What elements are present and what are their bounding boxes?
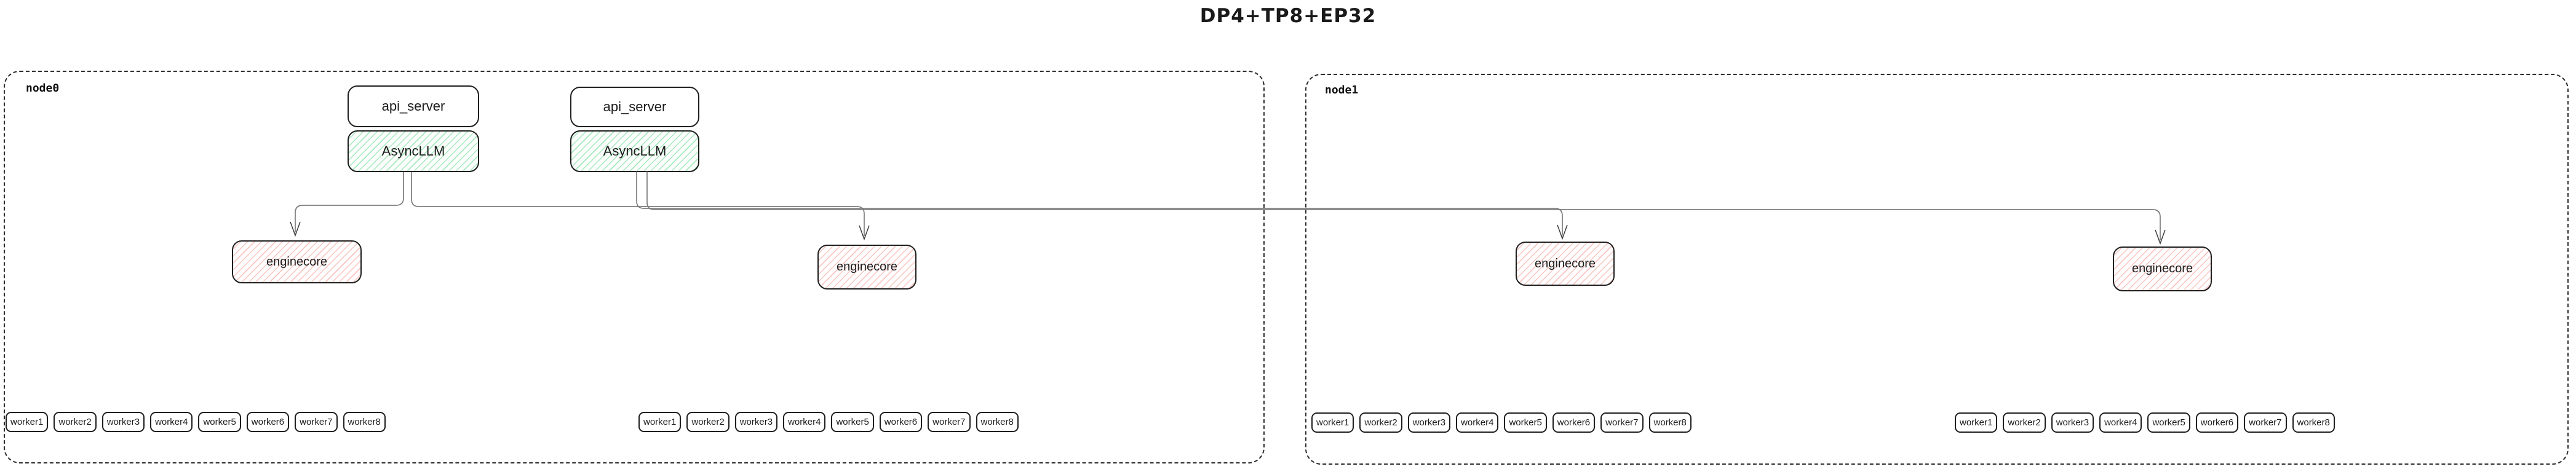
worker-group-2: worker1 worker2 worker3 worker4 worker5 … — [1311, 412, 1691, 433]
worker-box: worker3 — [101, 412, 145, 432]
worker-box: worker2 — [2003, 412, 2046, 433]
edge-asyncllm1-enginecore0 — [295, 172, 404, 232]
async-llm-box-2: AsyncLLM — [570, 130, 699, 172]
enginecore-box-3: enginecore — [2113, 246, 2212, 291]
worker-box: worker8 — [2292, 412, 2335, 433]
worker-box: worker7 — [1600, 412, 1644, 433]
worker-box: worker1 — [1311, 412, 1354, 433]
node1-container: node1 enginecore enginecore worker1 work… — [1305, 74, 2569, 465]
worker-box: worker1 — [6, 412, 49, 432]
worker-box: worker6 — [2195, 412, 2239, 433]
worker-box: worker8 — [976, 412, 1019, 432]
worker-box: worker2 — [686, 412, 729, 432]
worker-box: worker4 — [2099, 412, 2142, 433]
worker-box: worker4 — [783, 412, 826, 432]
worker-box: worker8 — [1648, 412, 1691, 433]
worker-box: worker3 — [2051, 412, 2094, 433]
worker-box: worker7 — [2244, 412, 2287, 433]
api-server-box-1: api_server — [348, 85, 479, 127]
worker-box: worker6 — [246, 412, 290, 432]
worker-box: worker6 — [1552, 412, 1596, 433]
arrowhead-enginecore2 — [1557, 224, 1568, 240]
worker-box: worker5 — [831, 412, 874, 432]
worker-box: worker7 — [928, 412, 971, 432]
arrowhead-enginecore3 — [2155, 229, 2166, 245]
enginecore-box-2: enginecore — [1516, 242, 1615, 286]
worker-box: worker4 — [1456, 412, 1499, 433]
api-server-box-2: api_server — [570, 87, 699, 127]
worker-box: worker3 — [1407, 412, 1451, 433]
worker-box: worker5 — [2147, 412, 2190, 433]
edge-asyncllm2-enginecore2 — [636, 171, 1563, 235]
arrowhead-enginecore1 — [859, 225, 870, 241]
worker-box: worker8 — [343, 412, 386, 432]
worker-box: worker2 — [54, 412, 97, 432]
node1-label: node1 — [1325, 84, 1359, 97]
worker-box: worker5 — [198, 412, 241, 432]
worker-box: worker1 — [638, 412, 682, 432]
node0-container: node0 api_server AsyncLLM api_server Asy… — [4, 71, 1265, 463]
edge-asyncllm2-enginecore3 — [646, 171, 2161, 240]
worker-box: worker7 — [295, 412, 338, 432]
worker-box: worker3 — [734, 412, 778, 432]
worker-group-3: worker1 worker2 worker3 worker4 worker5 … — [1955, 412, 2335, 433]
worker-group-0: worker1 worker2 worker3 worker4 worker5 … — [6, 412, 386, 432]
enginecore-box-1: enginecore — [817, 245, 916, 290]
diagram-title: DP4+TP8+EP32 — [1199, 5, 1377, 27]
worker-box: worker4 — [150, 412, 193, 432]
enginecore-box-0: enginecore — [232, 240, 362, 283]
node0-label: node0 — [26, 82, 60, 95]
worker-group-1: worker1 worker2 worker3 worker4 worker5 … — [638, 412, 1019, 432]
worker-box: worker5 — [1504, 412, 1547, 433]
arrowhead-enginecore0 — [290, 221, 301, 237]
worker-box: worker2 — [1359, 412, 1402, 433]
edge-asyncllm1-enginecore1 — [411, 172, 865, 236]
async-llm-box-1: AsyncLLM — [348, 130, 479, 172]
worker-box: worker6 — [879, 412, 923, 432]
worker-box: worker1 — [1955, 412, 1998, 433]
